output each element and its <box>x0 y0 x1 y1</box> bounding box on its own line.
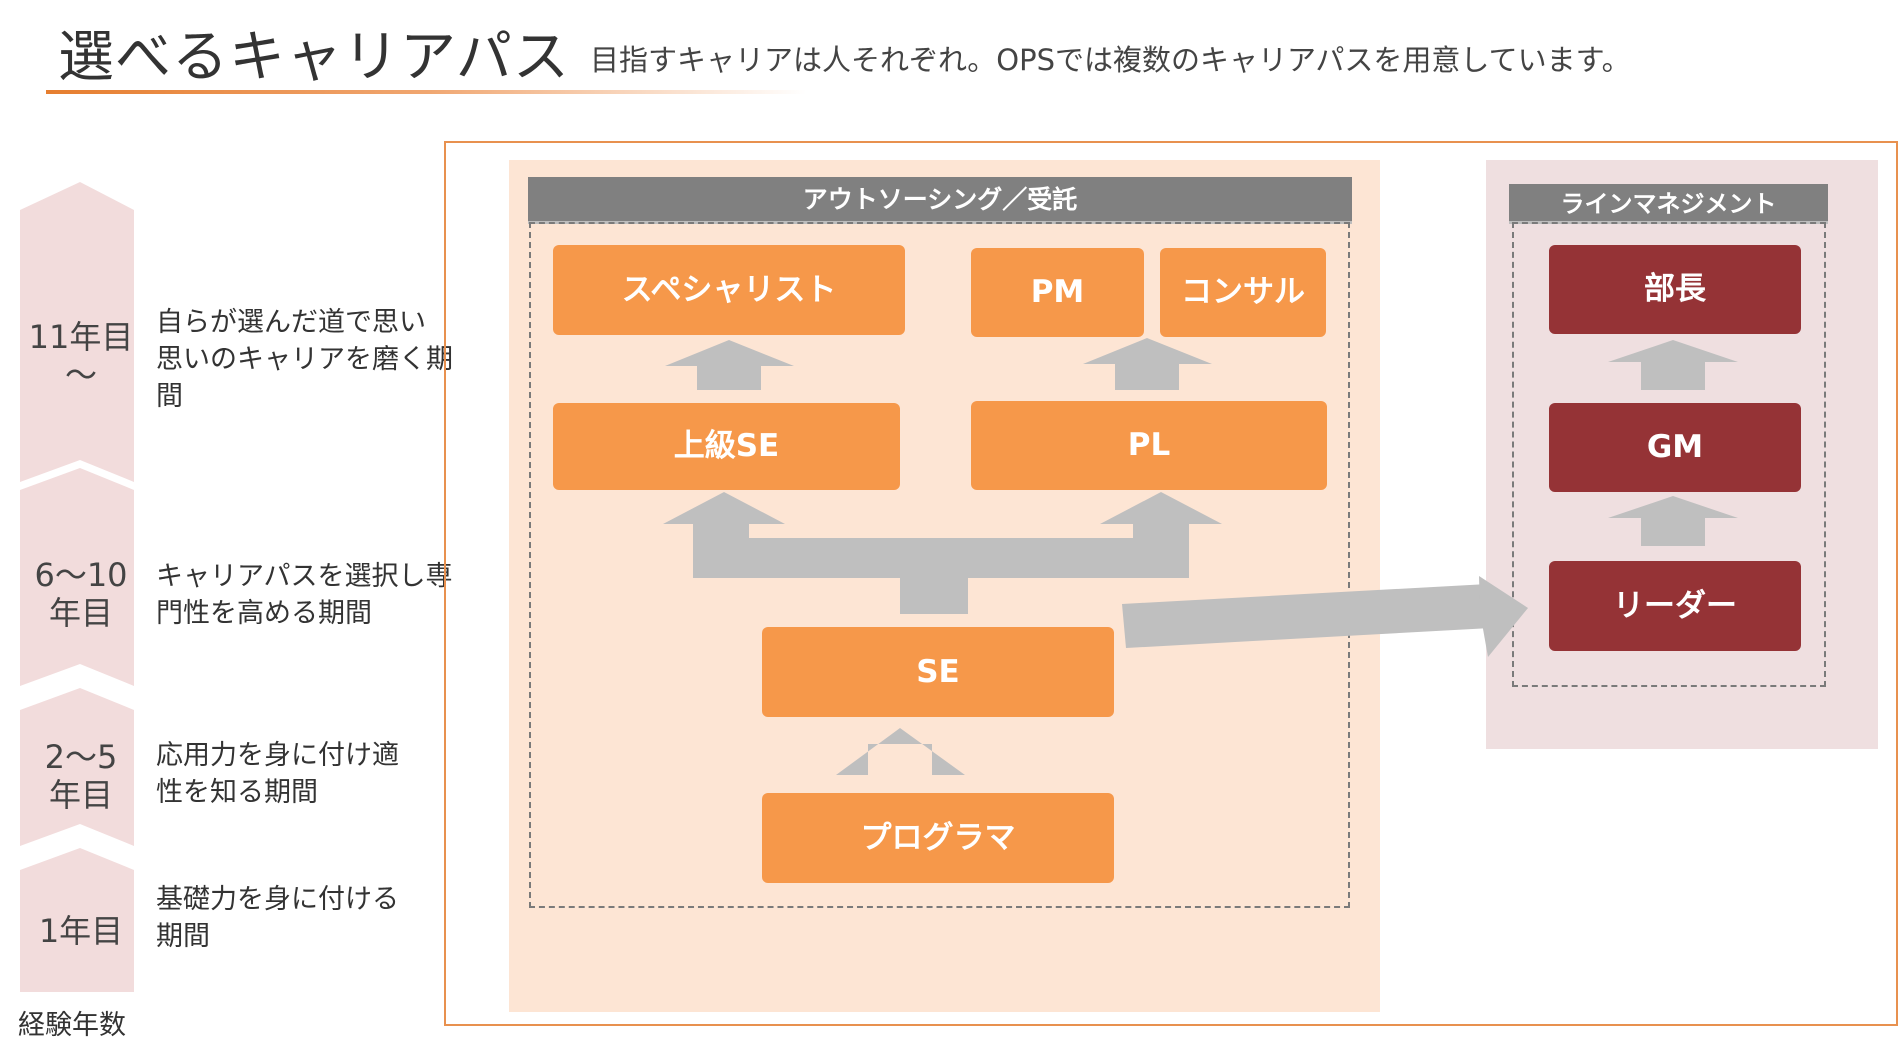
stage-label-1: 1年目 <box>20 912 142 950</box>
arrow-programmer-to-se <box>836 728 965 775</box>
arrow-branch-left-shaft <box>693 522 749 542</box>
experience-caption: 経験年数 <box>18 1010 126 1041</box>
stage-label-2-5: 2〜5 年目 <box>20 738 142 814</box>
arrow-senior-se-head <box>665 340 794 366</box>
stage-desc-text: 自らが選んだ道で思い 思いのキャリアを磨く期間 <box>156 307 453 412</box>
role-specialist: スペシャリスト <box>553 245 905 335</box>
arrow-gm-head <box>1608 340 1738 362</box>
role-programmer: プログラマ <box>762 793 1114 883</box>
stage-desc-text: 応用力を身に付け適 性を知る期間 <box>156 740 399 808</box>
arrow-pl-head <box>1083 338 1212 364</box>
title-underline <box>46 90 806 94</box>
role-department-head: 部長 <box>1549 245 1801 334</box>
stage-band-1 <box>20 848 134 992</box>
role-pl-label: PL <box>1127 427 1171 463</box>
line-management-header: ラインマネジメント <box>1509 184 1828 224</box>
role-specialist-label: スペシャリスト <box>621 272 837 308</box>
role-pm-label: PM <box>1030 274 1085 310</box>
stage-desc-6-10: キャリアパスを選択し専 門性を高める期間 <box>156 558 456 632</box>
role-gm: GM <box>1549 403 1801 492</box>
page-subtitle: 目指すキャリアは人それぞれ。OPSでは複数のキャリアパスを用意しています。 <box>590 43 1631 77</box>
stage-label-11: 11年目 〜 <box>20 318 142 394</box>
stage-band-2-5 <box>20 688 134 846</box>
stage-label-text: 1年目 <box>38 912 124 950</box>
stage-label-text: 2〜5 年目 <box>44 738 118 814</box>
role-se: SE <box>762 627 1114 717</box>
stage-label-6-10: 6〜10 年目 <box>20 556 142 632</box>
role-programmer-label: プログラマ <box>860 820 1016 856</box>
role-department-head-label: 部長 <box>1644 271 1706 307</box>
stage-desc-1: 基礎力を身に付ける 期間 <box>156 881 456 955</box>
role-se-label: SE <box>916 654 960 690</box>
stage-desc-2-5: 応用力を身に付け適 性を知る期間 <box>156 737 456 811</box>
stage-desc-text: 基礎力を身に付ける 期間 <box>156 884 399 952</box>
career-path-frame <box>444 141 1898 1026</box>
role-consultant: コンサル <box>1160 248 1326 337</box>
outsourcing-dashed-border <box>529 222 1350 908</box>
stage-label-text: 6〜10 年目 <box>34 556 128 632</box>
arrow-branch-left-head <box>663 492 785 524</box>
stage-label-text: 11年目 〜 <box>28 318 134 394</box>
arrow-branch-bar <box>693 538 1189 578</box>
arrow-pl-shaft <box>1115 362 1179 390</box>
stage-desc-11: 自らが選んだ道で思い 思いのキャリアを磨く期間 <box>156 304 456 415</box>
arrow-branch-right-head <box>1100 492 1222 524</box>
arrow-leader-head <box>1608 496 1738 518</box>
role-senior-se: 上級SE <box>553 403 900 490</box>
stage-band-11 <box>20 182 134 482</box>
stage-desc-text: キャリアパスを選択し専 門性を高める期間 <box>156 561 453 629</box>
experience-timeline <box>20 182 134 992</box>
role-leader: リーダー <box>1549 561 1801 651</box>
role-leader-label: リーダー <box>1613 588 1737 624</box>
role-pl: PL <box>971 401 1327 490</box>
role-consultant-label: コンサル <box>1181 274 1305 310</box>
page-title: 選べるキャリアパス <box>58 25 570 90</box>
arrow-gm-shaft <box>1641 360 1705 390</box>
role-senior-se-label: 上級SE <box>673 428 780 464</box>
arrow-se-to-leader-head <box>1479 576 1528 657</box>
arrow-leader-shaft <box>1641 516 1705 546</box>
stage-band-6-10 <box>20 468 134 686</box>
role-gm-label: GM <box>1646 429 1704 465</box>
role-pm: PM <box>971 248 1144 337</box>
arrow-se-to-leader-shaft <box>1122 584 1491 648</box>
arrow-branch-right-shaft <box>1133 522 1189 542</box>
arrow-senior-se-shaft <box>697 364 761 390</box>
line-management-dashed-border <box>1512 222 1826 687</box>
